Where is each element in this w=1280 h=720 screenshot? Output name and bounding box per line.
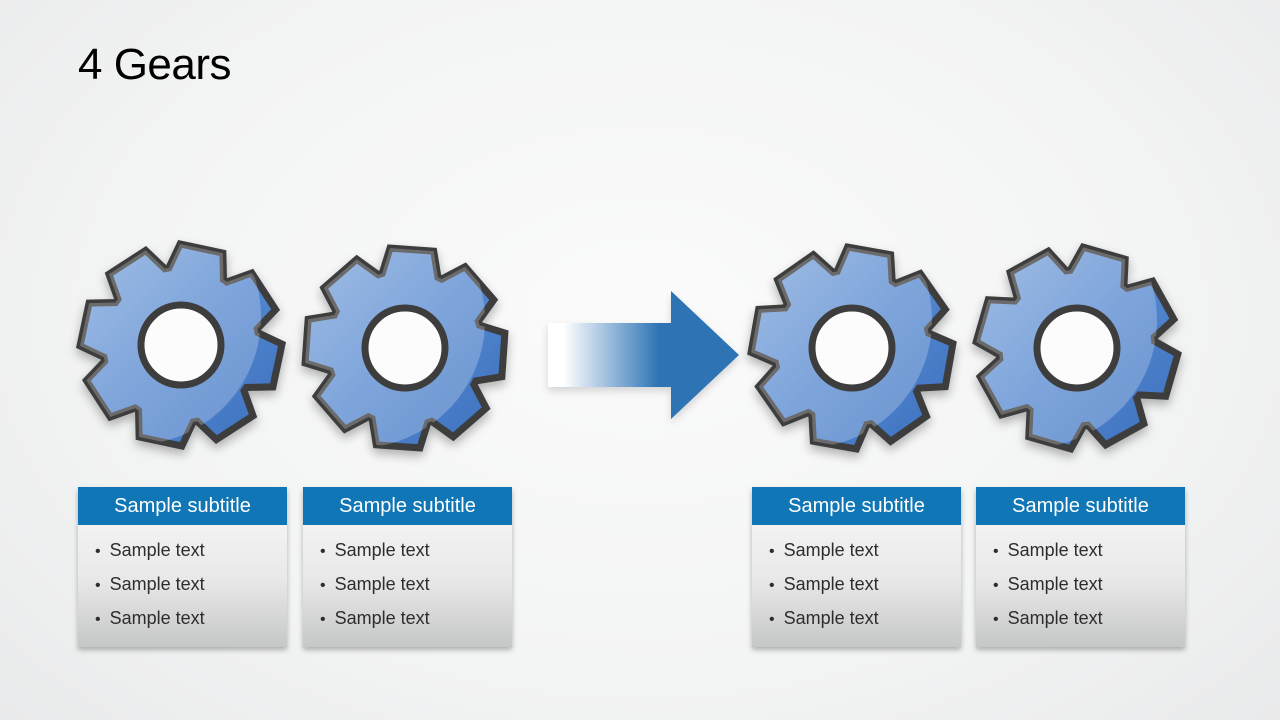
bullet-item: • Sample text: [988, 602, 1181, 636]
bullet-item: • Sample text: [315, 568, 508, 602]
bullet-item: • Sample text: [315, 602, 508, 636]
bullet-icon: •: [320, 577, 326, 594]
textbox-subtitle: Sample subtitle: [752, 487, 961, 525]
bullet-text: Sample text: [1007, 540, 1103, 560]
bullet-item: • Sample text: [315, 534, 508, 568]
bullet-item: • Sample text: [988, 568, 1181, 602]
textbox: Sample subtitle • Sample text • Sample tex…: [976, 487, 1185, 647]
bullet-icon: •: [320, 611, 326, 628]
bullet-icon: •: [993, 543, 999, 560]
textbox-subtitle: Sample subtitle: [78, 487, 287, 525]
bullet-icon: •: [769, 543, 775, 560]
textbox-bullet-list: • Sample text • Sample text • Sample text: [752, 525, 961, 647]
bullet-text: Sample text: [783, 574, 879, 594]
bullet-item: • Sample text: [90, 534, 283, 568]
bullet-item: • Sample text: [764, 602, 957, 636]
textbox: Sample subtitle • Sample text • Sample tex…: [78, 487, 287, 647]
bullet-text: Sample text: [1007, 608, 1103, 628]
bullet-text: Sample text: [109, 574, 205, 594]
bullet-icon: •: [95, 543, 101, 560]
bullet-icon: •: [769, 611, 775, 628]
bullet-item: • Sample text: [764, 568, 957, 602]
textbox-subtitle: Sample subtitle: [303, 487, 512, 525]
bullet-text: Sample text: [334, 608, 430, 628]
gear-icon: [76, 240, 286, 450]
gear-icon: [747, 243, 957, 453]
textbox-bullet-list: • Sample text • Sample text • Sample text: [303, 525, 512, 647]
textbox-bullet-list: • Sample text • Sample text • Sample text: [78, 525, 287, 647]
textbox-bullet-list: • Sample text • Sample text • Sample text: [976, 525, 1185, 647]
bullet-text: Sample text: [783, 540, 879, 560]
bullet-item: • Sample text: [764, 534, 957, 568]
textbox-subtitle: Sample subtitle: [976, 487, 1185, 525]
bullet-text: Sample text: [109, 608, 205, 628]
bullet-item: • Sample text: [90, 602, 283, 636]
bullet-icon: •: [95, 611, 101, 628]
bullet-text: Sample text: [334, 540, 430, 560]
textbox: Sample subtitle • Sample text • Sample tex…: [303, 487, 512, 647]
slide-title: 4 Gears: [78, 40, 232, 89]
textbox: Sample subtitle • Sample text • Sample tex…: [752, 487, 961, 647]
right-arrow-icon: [548, 291, 739, 419]
bullet-icon: •: [320, 543, 326, 560]
bullet-item: • Sample text: [988, 534, 1181, 568]
bullet-icon: •: [769, 577, 775, 594]
bullet-text: Sample text: [334, 574, 430, 594]
gear-icon: [972, 243, 1182, 453]
bullet-icon: •: [993, 577, 999, 594]
bullet-icon: •: [95, 577, 101, 594]
bullet-text: Sample text: [783, 608, 879, 628]
bullet-text: Sample text: [1007, 574, 1103, 594]
gear-icon: [301, 244, 509, 452]
bullet-item: • Sample text: [90, 568, 283, 602]
bullet-icon: •: [993, 611, 999, 628]
bullet-text: Sample text: [109, 540, 205, 560]
